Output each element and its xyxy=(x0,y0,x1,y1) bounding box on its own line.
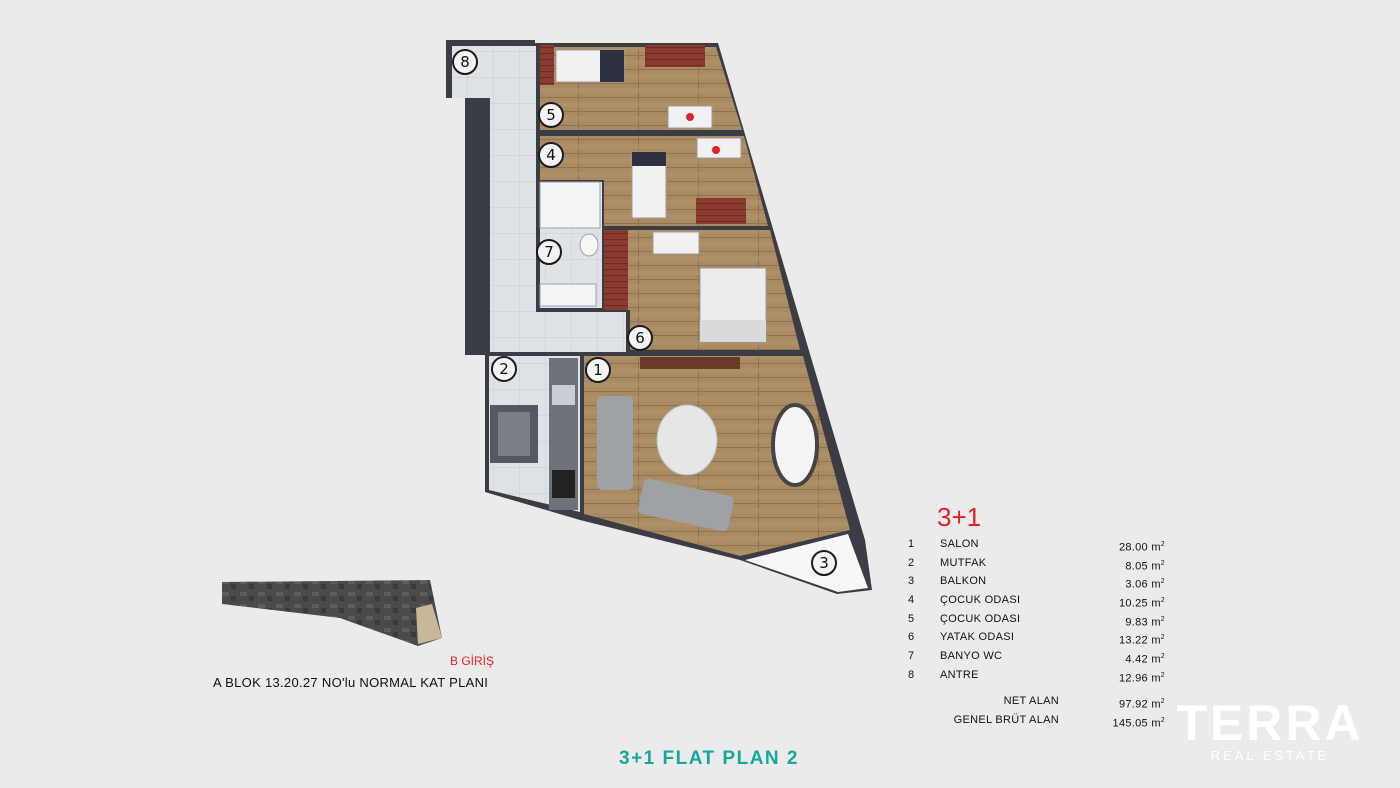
legend-total-label: GENEL BRÜT ALAN xyxy=(953,713,1059,726)
legend-room-area: 9.83 m2 xyxy=(1125,615,1165,629)
legend-row: 4 ÇOCUK ODASI 10.25 m2 xyxy=(905,593,1165,612)
plan-title: 3+1 FLAT PLAN 2 xyxy=(619,748,799,769)
legend-total-row: GENEL BRÜT ALAN 145.05 m2 xyxy=(905,713,1165,732)
room-marker-1: 1 xyxy=(585,357,611,383)
legend-room-number: 1 xyxy=(908,538,915,550)
room-marker-6: 6 xyxy=(627,325,653,351)
room-marker-4: 4 xyxy=(538,142,564,168)
logo-subtitle: REAL ESTATE xyxy=(1210,748,1330,763)
legend-row: 5 ÇOCUK ODASI 9.83 m2 xyxy=(905,612,1165,631)
legend-room-name: SALON xyxy=(940,538,979,550)
legend-room-area: 3.06 m2 xyxy=(1125,578,1165,591)
legend-total-area: 97.92 m2 xyxy=(1118,698,1165,711)
legend-row: 6 YATAK ODASI 13.22 m2 xyxy=(905,630,1165,649)
room-marker-7: 7 xyxy=(536,239,562,265)
legend-room-area: 28.00 m2 xyxy=(1118,541,1165,554)
legend-total-label: NET ALAN xyxy=(1003,695,1059,708)
legend-room-name: ÇOCUK ODASI xyxy=(940,612,1021,625)
legend-room-area: 4.42 m2 xyxy=(1125,652,1165,666)
terra-logo: TERRA REAL ESTATE xyxy=(1155,696,1385,763)
legend-row: 8 ANTRE 12.96 m2 xyxy=(905,668,1165,687)
legend-row: 3 BALKON 3.06 m2 xyxy=(905,574,1165,593)
legend-row: 2 MUTFAK 8.05 m2 xyxy=(905,556,1165,575)
room-marker-5: 5 xyxy=(538,102,564,128)
block-site-plan xyxy=(222,580,442,646)
entrance-label: B GİRİŞ xyxy=(450,654,495,668)
legend-room-name: YATAK ODASI xyxy=(940,631,1015,644)
legend-room-area: 13.22 m2 xyxy=(1118,634,1165,647)
legend-room-area: 12.96 m2 xyxy=(1118,671,1165,685)
legend-room-number: 2 xyxy=(908,556,915,569)
legend-room-name: BALKON xyxy=(940,575,987,588)
legend-title: 3+1 xyxy=(937,502,982,532)
room-balkon xyxy=(745,534,868,592)
legend-room-area: 10.25 m2 xyxy=(1118,596,1165,610)
legend-room-number: 4 xyxy=(908,593,915,606)
legend-room-number: 5 xyxy=(908,612,915,625)
legend-room-name: BANYO WC xyxy=(940,649,1003,662)
legend-total-area: 145.05 m2 xyxy=(1112,716,1165,730)
legend-room-number: 8 xyxy=(908,668,915,681)
legend-room-name: ANTRE xyxy=(940,668,979,681)
legend-row: 7 BANYO WC 4.42 m2 xyxy=(905,649,1165,668)
legend-room-number: 3 xyxy=(908,575,915,588)
legend-room-name: MUTFAK xyxy=(940,556,987,569)
room-marker-8: 8 xyxy=(452,49,478,75)
block-plan-caption: A BLOK 13.20.27 NO'lu NORMAL KAT PLANI xyxy=(213,675,489,690)
legend-row: 1 SALON 28.00 m2 xyxy=(905,537,1165,556)
logo-wordmark: TERRA xyxy=(1176,695,1364,751)
legend-room-number: 6 xyxy=(908,631,915,644)
legend-room-area: 8.05 m2 xyxy=(1125,559,1165,573)
room-marker-2: 2 xyxy=(491,356,517,382)
legend-room-number: 7 xyxy=(908,649,915,662)
legend-room-name: ÇOCUK ODASI xyxy=(940,593,1021,606)
room-marker-3: 3 xyxy=(811,550,837,576)
legend-total-row: NET ALAN 97.92 m2 xyxy=(905,694,1165,713)
